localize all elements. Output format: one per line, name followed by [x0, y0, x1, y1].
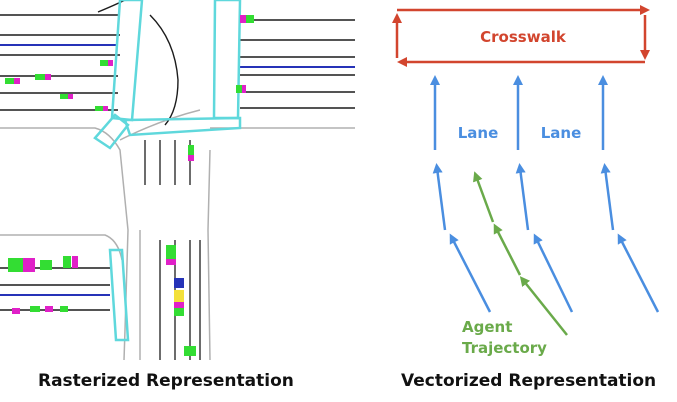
agent-label-line2: Trajectory	[462, 339, 547, 357]
vectorized-map: Crosswalk Lane Lane Agent Trajectory	[392, 5, 660, 357]
caption-vectorized: Vectorized Representation	[401, 371, 657, 391]
raster-agents	[5, 15, 254, 356]
road-boundaries	[0, 109, 355, 361]
agent-label-line1: Agent	[462, 318, 512, 336]
horizontal-lanes	[0, 0, 355, 311]
crosswalk-polyline	[392, 5, 650, 67]
caption-rasterized: Rasterized Representation	[38, 371, 294, 391]
lane-label-1: Lane	[458, 124, 499, 142]
lane-polyline-2	[513, 75, 574, 313]
lane-label-2: Lane	[541, 124, 582, 142]
rasterized-map	[0, 0, 355, 361]
agent-trajectory-polyline	[473, 171, 568, 336]
crosswalk-label: Crosswalk	[480, 28, 567, 46]
raster-crosswalks	[93, 0, 242, 342]
route-lines	[0, 44, 355, 296]
lane-polyline-3	[598, 75, 660, 313]
lane-polyline-1	[430, 75, 492, 313]
